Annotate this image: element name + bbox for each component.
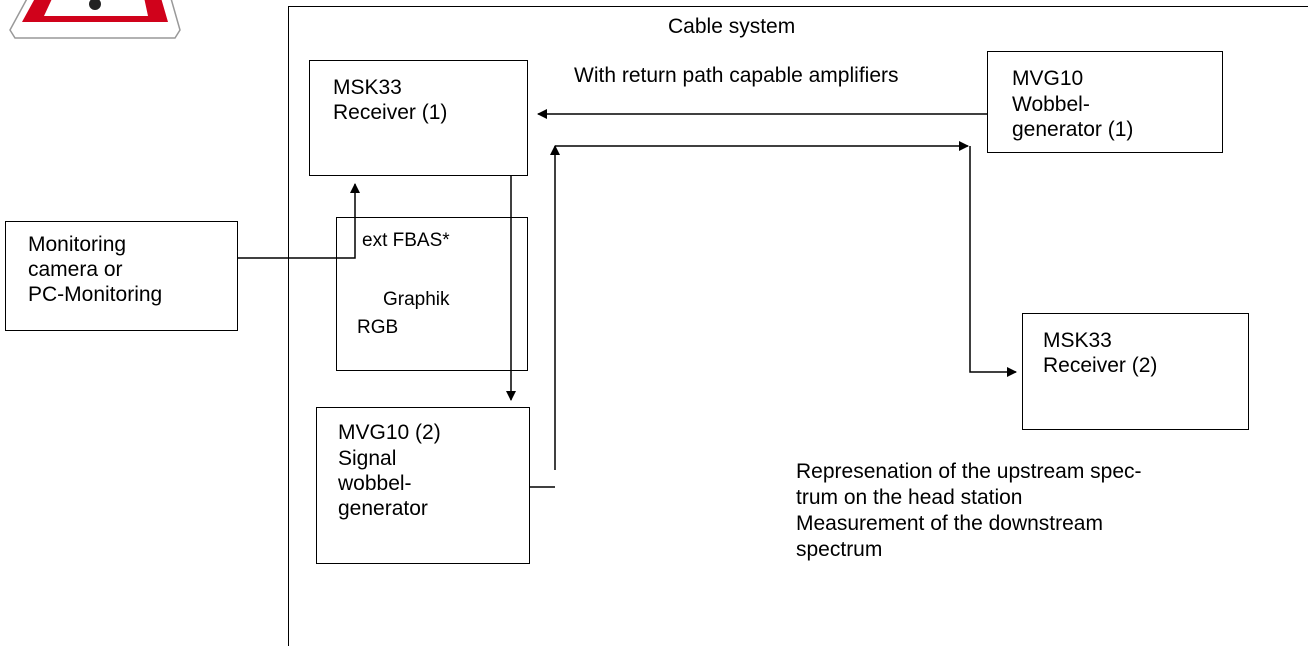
return-path-label: With return path capable amplifiers <box>574 64 899 87</box>
mvg10-2-box <box>316 407 530 564</box>
monitoring-label-a: Monitoring <box>28 233 127 256</box>
note-line-4: spectrum <box>796 538 883 561</box>
msk33-receiver-2-name: MSK33 <box>1043 329 1112 352</box>
msk33-receiver-2-label: Receiver (2) <box>1043 354 1158 377</box>
mvg10-wobbel-generator-1-box <box>987 51 1223 153</box>
msk33-receiver-1-name: MSK33 <box>333 76 402 99</box>
graphik-label: Graphik <box>383 289 450 310</box>
monitoring-label-c: PC-Monitoring <box>28 283 163 306</box>
branch-to-receiver-2-wire <box>969 146 1017 377</box>
mvg10-1-label-b: generator (1) <box>1012 118 1134 141</box>
mvg10-2-name: MVG10 (2) <box>338 421 441 444</box>
mvg10-1-name: MVG10 <box>1012 67 1084 90</box>
msk33-receiver-2-box <box>1022 313 1249 430</box>
ext-fbas-box <box>336 217 528 371</box>
note-line-2: trum on the head station <box>796 486 1023 509</box>
msk33-receiver-1-box <box>309 60 528 176</box>
note-line-1: Represenation of the upstream spec- <box>796 460 1142 483</box>
cable-system-title: Cable system <box>668 15 796 38</box>
rgb-label: RGB <box>357 317 399 338</box>
monitoring-label-b: camera or <box>28 258 123 281</box>
monitoring-camera-box <box>5 221 238 331</box>
mvg10-2-label-b: wobbel- <box>338 472 412 495</box>
mvg10-2-label-c: generator <box>338 497 428 520</box>
msk33-receiver-1-label: Receiver (1) <box>333 101 448 124</box>
mvg10-2-label-a: Signal <box>338 447 397 470</box>
ext-fbas-label: ext FBAS* <box>362 230 450 251</box>
mvg10-1-label-a: Wobbel- <box>1012 93 1090 116</box>
monitoring-to-receiver-arrow <box>238 183 360 259</box>
note-line-3: Measurement of the downstream <box>796 512 1103 535</box>
warning-sign-icon <box>9 0 181 39</box>
